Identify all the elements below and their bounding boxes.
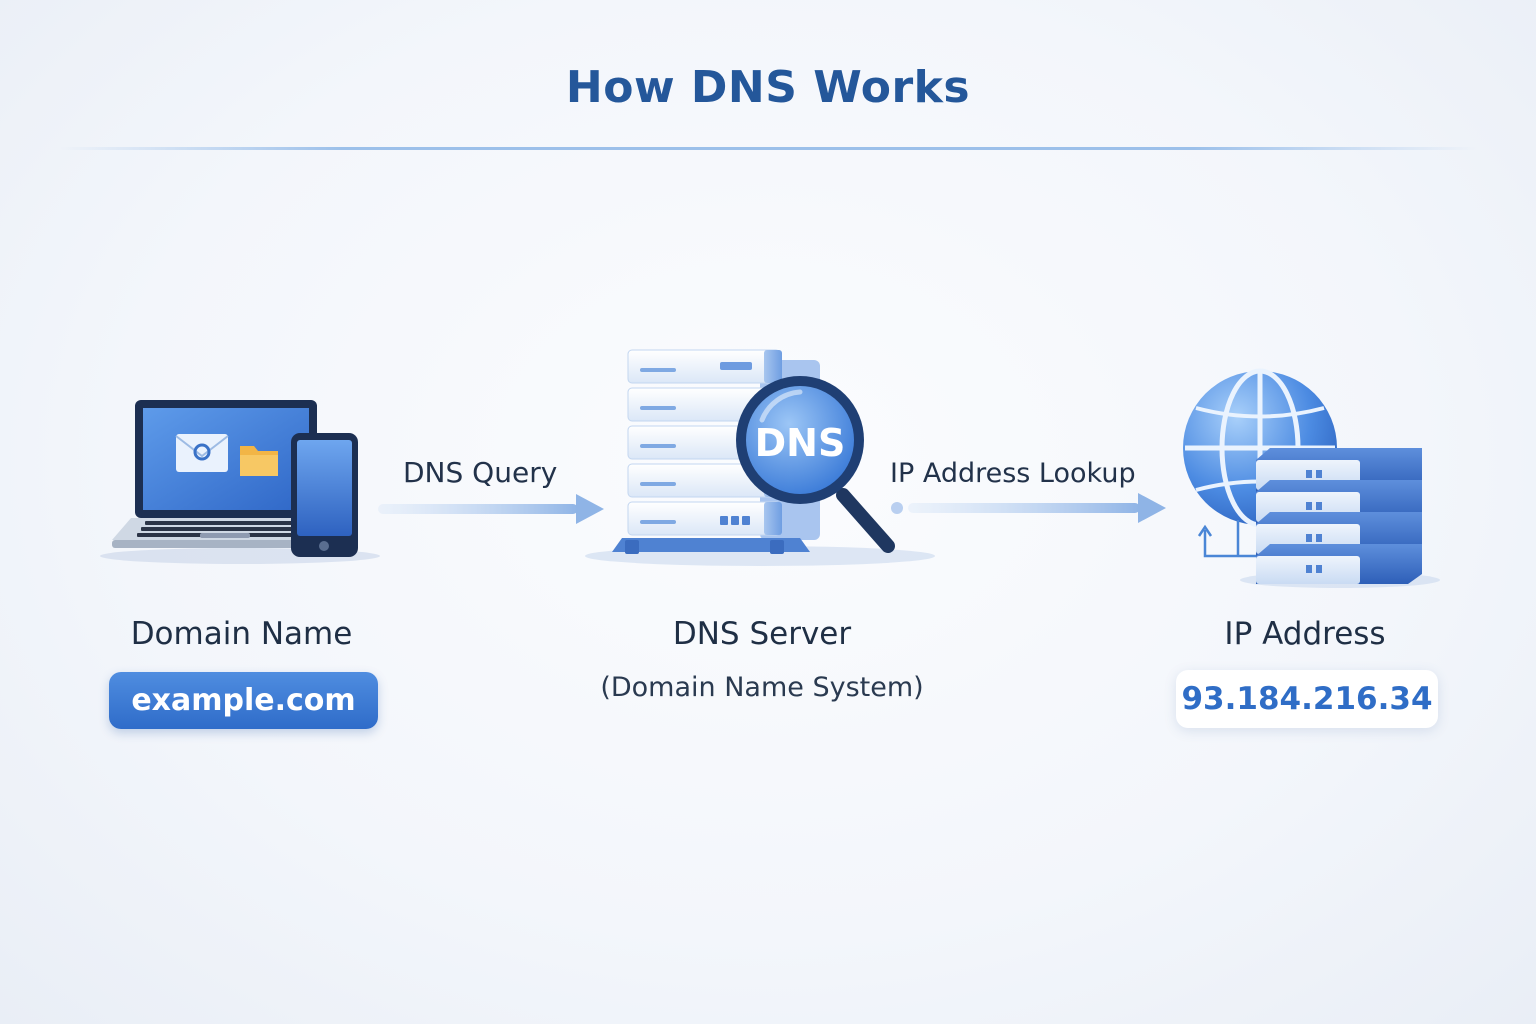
connection-lines [1197, 520, 1256, 558]
ip-lookup-label: IP Address Lookup [890, 458, 1136, 489]
dns-query-arrow [378, 494, 604, 524]
mail-icon [175, 434, 229, 472]
phone-icon [291, 433, 358, 557]
domain-value-pill: example.com [109, 672, 378, 729]
magnifier-icon: DNS [736, 376, 895, 553]
dns-server-label: DNS Server [672, 616, 852, 652]
ip-address-label: IP Address [1224, 616, 1386, 652]
ip-value-pill: 93.184.216.34 [1176, 670, 1438, 728]
server-stack-icon [1240, 448, 1440, 588]
dns-server-subtitle: (Domain Name System) [600, 672, 924, 703]
dns-badge-text: DNS [755, 421, 846, 465]
diagram-title: How DNS Works [565, 62, 971, 113]
ip-lookup-arrow [891, 493, 1166, 523]
folder-icon [240, 446, 278, 476]
dns-query-label: DNS Query [403, 456, 558, 489]
title-divider [60, 147, 1476, 150]
domain-name-label: Domain Name [130, 616, 353, 652]
